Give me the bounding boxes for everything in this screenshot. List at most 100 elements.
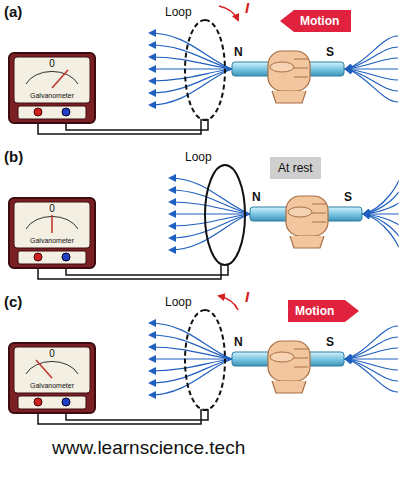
field-line <box>150 69 232 93</box>
terminal <box>34 108 42 116</box>
panel-label: (a) <box>4 4 22 19</box>
finger-crease <box>312 213 326 214</box>
field-line <box>364 214 398 247</box>
field-line <box>364 203 398 214</box>
needle <box>52 70 68 88</box>
panel-label: (b) <box>4 149 23 164</box>
part-label: Loop <box>165 296 192 308</box>
thumb <box>270 352 294 362</box>
finger-crease <box>294 59 308 60</box>
state-box: At rest <box>270 157 321 179</box>
needle <box>36 360 52 378</box>
field-line <box>346 69 398 80</box>
watermark: www.learnscience.tech <box>52 438 245 457</box>
wire-loop <box>205 165 245 265</box>
motion-arrow: Motion <box>288 300 359 322</box>
field-line <box>150 335 232 359</box>
finger-crease <box>312 204 326 205</box>
finger-crease <box>294 367 308 368</box>
field-line <box>346 348 398 359</box>
part-label: S <box>344 191 352 203</box>
field-line <box>346 47 398 69</box>
state-label: At rest <box>278 162 313 174</box>
arrow-body <box>288 300 359 322</box>
part-label: N <box>252 191 261 203</box>
field-line <box>346 359 398 370</box>
terminal <box>34 398 42 406</box>
galvanometer: 0Galvanometer <box>8 342 96 414</box>
field-line <box>364 214 398 236</box>
motion-arrow: Motion <box>280 10 351 32</box>
dial-face <box>14 57 90 103</box>
field-line <box>150 359 232 395</box>
finger-crease <box>312 222 326 223</box>
field-line <box>346 36 398 69</box>
hand <box>286 196 328 236</box>
terminal-plate <box>18 106 86 119</box>
motion-label: Motion <box>300 15 339 27</box>
finger-crease <box>294 358 308 359</box>
field-line <box>170 202 250 214</box>
panel-label: (c) <box>4 294 22 309</box>
terminal <box>62 398 70 406</box>
part-label: Loop <box>185 151 212 163</box>
field-line <box>170 213 250 214</box>
needle <box>51 215 53 233</box>
current-label: I <box>245 289 249 304</box>
wrist <box>272 381 306 393</box>
field-line <box>346 359 398 392</box>
field-line <box>170 190 250 214</box>
field-line <box>346 358 398 359</box>
instrument-name: Galvanometer <box>30 237 74 244</box>
field-line <box>170 214 250 250</box>
field-line <box>346 337 398 359</box>
current-arrow <box>219 296 238 310</box>
terminal-plate <box>18 251 86 264</box>
field-line <box>346 326 398 359</box>
instrument-name: Galvanometer <box>30 92 74 99</box>
dial-scale <box>26 71 78 84</box>
dial-zero: 0 <box>49 349 55 359</box>
wire-loop <box>205 20 225 120</box>
thumb <box>270 62 294 72</box>
finger-crease <box>294 77 308 78</box>
field-line <box>150 69 232 105</box>
field-line <box>346 68 398 69</box>
wire-loop <box>185 20 205 120</box>
part-label: S <box>326 336 334 348</box>
part-label: S <box>326 46 334 58</box>
field-line <box>346 58 398 69</box>
hand <box>268 341 310 381</box>
field-line <box>150 358 232 359</box>
finger-crease <box>294 349 308 350</box>
terminal-plate <box>18 396 86 409</box>
field-line <box>150 359 232 383</box>
motion-label: Motion <box>295 305 334 317</box>
dial-scale <box>26 361 78 374</box>
part-label: Loop <box>165 6 192 18</box>
dial-zero: 0 <box>49 59 55 69</box>
hand <box>268 51 310 91</box>
dial-face <box>14 347 90 393</box>
thumb <box>288 207 312 217</box>
field-line <box>150 45 232 69</box>
arrow-body <box>280 10 351 32</box>
dial-face <box>14 202 90 248</box>
galvanometer: 0Galvanometer <box>8 197 96 269</box>
field-line <box>364 192 398 214</box>
wrist <box>290 236 324 248</box>
instrument-name: Galvanometer <box>30 382 74 389</box>
galvanometer: 0Galvanometer <box>8 52 96 124</box>
terminal <box>62 108 70 116</box>
part-label: N <box>234 46 243 58</box>
field-line <box>150 57 232 69</box>
wrist <box>272 91 306 103</box>
field-line <box>346 69 398 102</box>
field-line <box>150 347 232 359</box>
field-line <box>364 181 398 214</box>
field-line <box>170 214 250 238</box>
dial-zero: 0 <box>49 204 55 214</box>
wire-loop <box>205 310 225 410</box>
current-arrow <box>219 6 238 20</box>
part-label: N <box>234 336 243 348</box>
